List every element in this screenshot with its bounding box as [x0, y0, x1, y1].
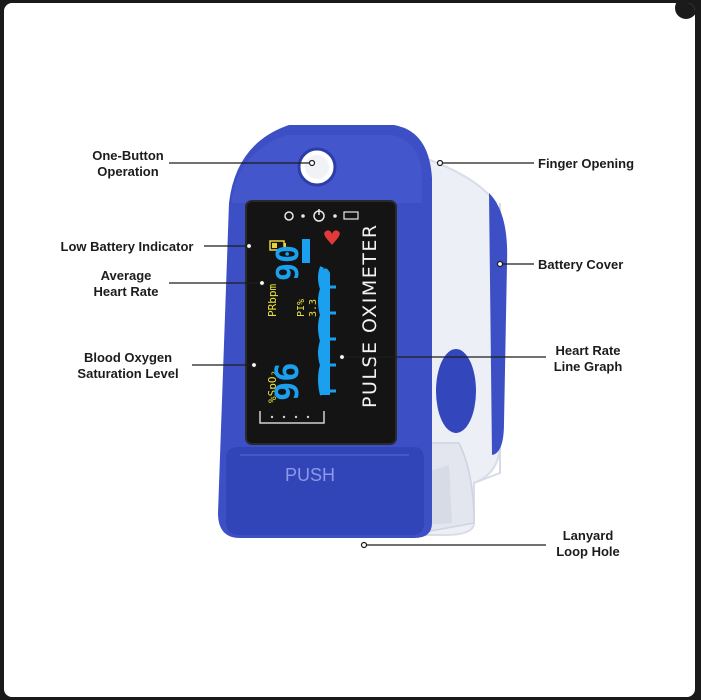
low-battery-icon [269, 240, 286, 251]
bar-bracket [259, 411, 325, 424]
heart-icon [324, 230, 340, 245]
callout-heart-rate-graph: Heart Rate Line Graph [553, 343, 623, 374]
readings: %SpO₂ 96 PRbpm PI% 3.3 90 [266, 245, 319, 403]
callout-lanyard: Lanyard Loop Hole [556, 528, 620, 559]
spo2-label: %SpO₂ [266, 370, 279, 403]
pr-value: 90 [271, 245, 306, 281]
callout-low-battery: Low Battery Indicator [60, 239, 194, 254]
callout-dots [245, 159, 504, 549]
heart-rate-graph [318, 266, 336, 396]
push-panel: PUSH [226, 447, 424, 535]
pi-value: 3.3 [308, 299, 319, 317]
close-icon[interactable] [675, 3, 695, 19]
side-grip [436, 349, 476, 433]
callout-lines [169, 162, 546, 546]
pr-label: PRbpm [266, 284, 279, 317]
spo2-value: 96 [268, 362, 306, 401]
callout-blood-oxygen: Blood Oxygen Saturation Level [77, 350, 179, 381]
callout-avg-heart-rate: Average Heart Rate [93, 268, 159, 299]
diagram-frame: %SpO₂ 96 PRbpm PI% 3.3 90 PULSE OXIMETE [4, 3, 695, 697]
pi-label: PI% [296, 299, 307, 317]
callout-finger-opening: Finger Opening [538, 156, 635, 171]
brand-text: PULSE OXIMETER [359, 223, 381, 408]
callout-one-button: One-Button Operation [92, 148, 164, 179]
oximeter-illustration: %SpO₂ 96 PRbpm PI% 3.3 90 PULSE OXIMETE [169, 125, 546, 549]
battery-cover-strip [489, 193, 508, 455]
push-label: PUSH [285, 465, 335, 485]
power-button [297, 147, 337, 187]
callout-battery-cover: Battery Cover [538, 257, 624, 272]
perfusion-bar [302, 239, 310, 263]
status-icons [284, 209, 359, 222]
